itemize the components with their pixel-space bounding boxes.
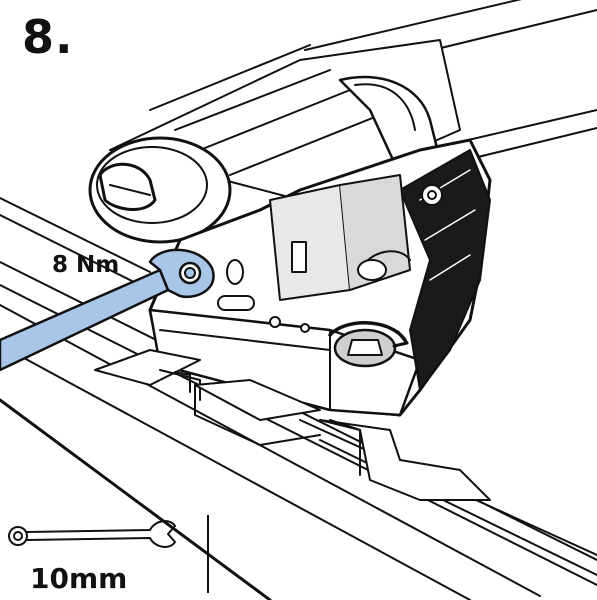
roof-rack-foot (148, 138, 492, 417)
roof-surface-line (0, 398, 272, 600)
rail-clamp (94, 349, 491, 501)
divider (207, 515, 209, 593)
torque-label: 8 Nm (52, 252, 120, 278)
wrench-icon (8, 520, 176, 548)
step-number: 8. (22, 10, 74, 64)
roof-rail (0, 197, 597, 600)
tool-size-label: 10mm (30, 562, 128, 595)
wrench (0, 248, 215, 372)
load-bar (88, 0, 597, 244)
